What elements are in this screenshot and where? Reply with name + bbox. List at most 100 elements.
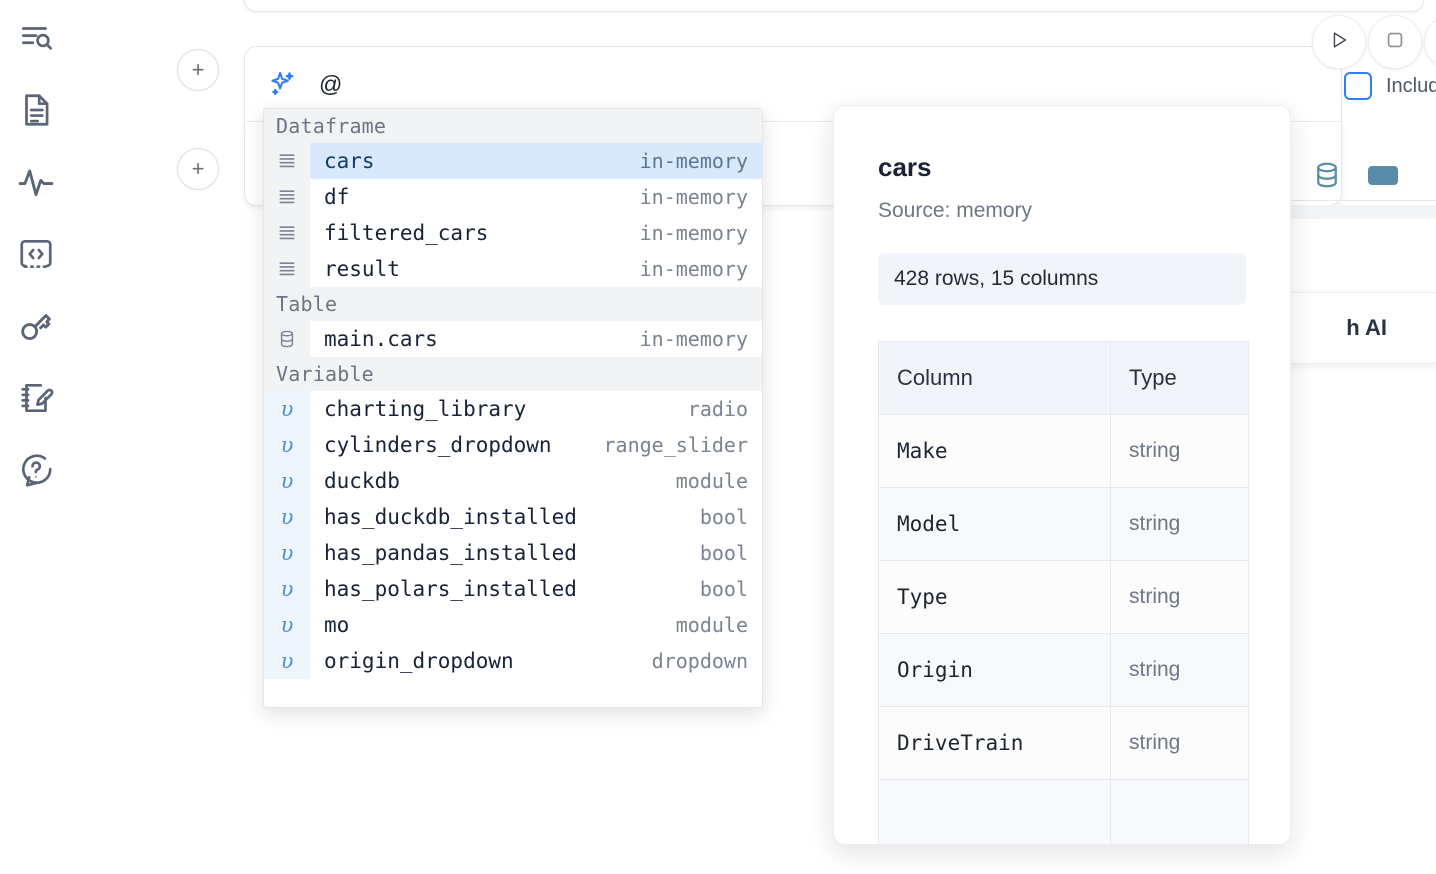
autocomplete-item-name: charting_library	[324, 397, 527, 421]
autocomplete-item[interactable]: υ has_duckdb_installed bool	[264, 499, 762, 535]
markdown-icon[interactable]: M↓	[1368, 165, 1398, 185]
autocomplete-item-type: bool	[699, 505, 748, 529]
autocomplete-item-type: bool	[699, 541, 748, 565]
dataframe-icon	[264, 143, 310, 179]
cell-column-type: string	[1110, 560, 1249, 634]
autocomplete-item[interactable]: main.cars in-memory	[264, 321, 762, 357]
autocomplete-item[interactable]: cars in-memory	[264, 143, 762, 179]
run-button[interactable]	[1312, 15, 1366, 69]
sidebar-item-scratchpad[interactable]	[14, 376, 58, 420]
autocomplete-item-name: cars	[324, 149, 375, 173]
autocomplete-item-name: has_pandas_installed	[324, 541, 577, 565]
autocomplete-item-name: origin_dropdown	[324, 649, 514, 673]
ai-prompt-input[interactable]	[319, 70, 1299, 98]
plus-icon: +	[191, 57, 205, 82]
cell-column-type: string	[1110, 633, 1249, 707]
autocomplete-item-name: has_polars_installed	[324, 577, 577, 601]
include-all-code-checkbox[interactable]	[1344, 72, 1372, 100]
variable-icon: υ	[264, 643, 310, 679]
table-header-row: Column Type	[878, 341, 1249, 415]
variable-icon: υ	[264, 607, 310, 643]
variable-icon: υ	[264, 391, 310, 427]
plus-icon: +	[191, 156, 205, 181]
cell-column-name: DriveTrain	[878, 706, 1111, 780]
sidebar-item-snippets[interactable]	[14, 232, 58, 276]
variable-icon: υ	[264, 535, 310, 571]
cell-column-type	[1110, 779, 1249, 844]
cell-column-name: Model	[878, 487, 1111, 561]
autocomplete-group-header: Table	[264, 287, 762, 321]
document-icon	[17, 91, 55, 129]
autocomplete-item-type: module	[675, 469, 748, 493]
autocomplete-group-header: Variable	[264, 357, 762, 391]
column-header-column: Column	[878, 341, 1111, 415]
more-button[interactable]	[1424, 15, 1436, 69]
dataframe-icon	[264, 179, 310, 215]
activity-icon	[17, 163, 55, 201]
scratchpad-icon	[17, 379, 55, 417]
autocomplete-item-type: in-memory	[639, 149, 748, 173]
key-icon	[17, 307, 55, 345]
add-cell-button-bottom[interactable]: +	[177, 148, 219, 190]
preview-source: Source: memory	[878, 199, 1033, 222]
cell-column-type: string	[1110, 414, 1249, 488]
cell-column-name: Type	[878, 560, 1111, 634]
autocomplete-item-name: has_duckdb_installed	[324, 505, 577, 529]
database-icon[interactable]	[1312, 160, 1342, 190]
cell-above[interactable]	[244, 0, 1424, 12]
square-stop-icon	[1384, 29, 1406, 56]
autocomplete-item-name: main.cars	[324, 327, 438, 351]
table-row-partial	[878, 779, 1249, 844]
sparkle-ai-icon	[267, 69, 297, 99]
autocomplete-item[interactable]: υ has_pandas_installed bool	[264, 535, 762, 571]
stop-button[interactable]	[1368, 15, 1422, 69]
sidebar-item-secrets[interactable]	[14, 304, 58, 348]
autocomplete-item-type: in-memory	[639, 257, 748, 281]
autocomplete-item[interactable]: result in-memory	[264, 251, 762, 287]
sidebar-item-file-explorer[interactable]	[14, 16, 58, 60]
autocomplete-item-name: df	[324, 185, 350, 209]
autocomplete-item-type: dropdown	[651, 649, 748, 673]
preview-shape-badge: 428 rows, 15 columns	[878, 253, 1246, 305]
play-icon	[1328, 29, 1350, 56]
cell-column-name	[878, 779, 1111, 844]
cell-column-name: Make	[878, 414, 1111, 488]
add-cell-button-top[interactable]: +	[177, 49, 219, 91]
code-snippet-icon	[17, 235, 55, 273]
cell-column-type: string	[1110, 487, 1249, 561]
ai-hint-chip[interactable]: h AI	[1262, 292, 1436, 364]
autocomplete-item-type: range_slider	[603, 433, 749, 457]
sidebar-rail	[0, 0, 72, 874]
autocomplete-item-name: result	[324, 257, 400, 281]
include-all-code-control[interactable]: Include all code	[1344, 72, 1436, 100]
autocomplete-group-header: Dataframe	[264, 109, 762, 143]
autocomplete-item-name: duckdb	[324, 469, 400, 493]
autocomplete-item-name: mo	[324, 613, 350, 637]
variable-icon: υ	[264, 463, 310, 499]
cell-action-icons: M↓	[1312, 160, 1398, 190]
autocomplete-item-name: cylinders_dropdown	[324, 433, 552, 457]
ai-hint-chip-label: h AI	[1346, 315, 1387, 340]
variable-icon: υ	[264, 499, 310, 535]
sidebar-item-activity[interactable]	[14, 160, 58, 204]
column-header-type: Type	[1110, 341, 1249, 415]
autocomplete-item-type: in-memory	[639, 221, 748, 245]
sidebar-item-document[interactable]	[14, 88, 58, 132]
help-icon	[17, 451, 55, 489]
autocomplete-item-type: in-memory	[639, 327, 748, 351]
dataframe-icon	[264, 215, 310, 251]
sidebar-item-help[interactable]	[14, 448, 58, 492]
autocomplete-item[interactable]: υ origin_dropdown dropdown	[264, 643, 762, 679]
